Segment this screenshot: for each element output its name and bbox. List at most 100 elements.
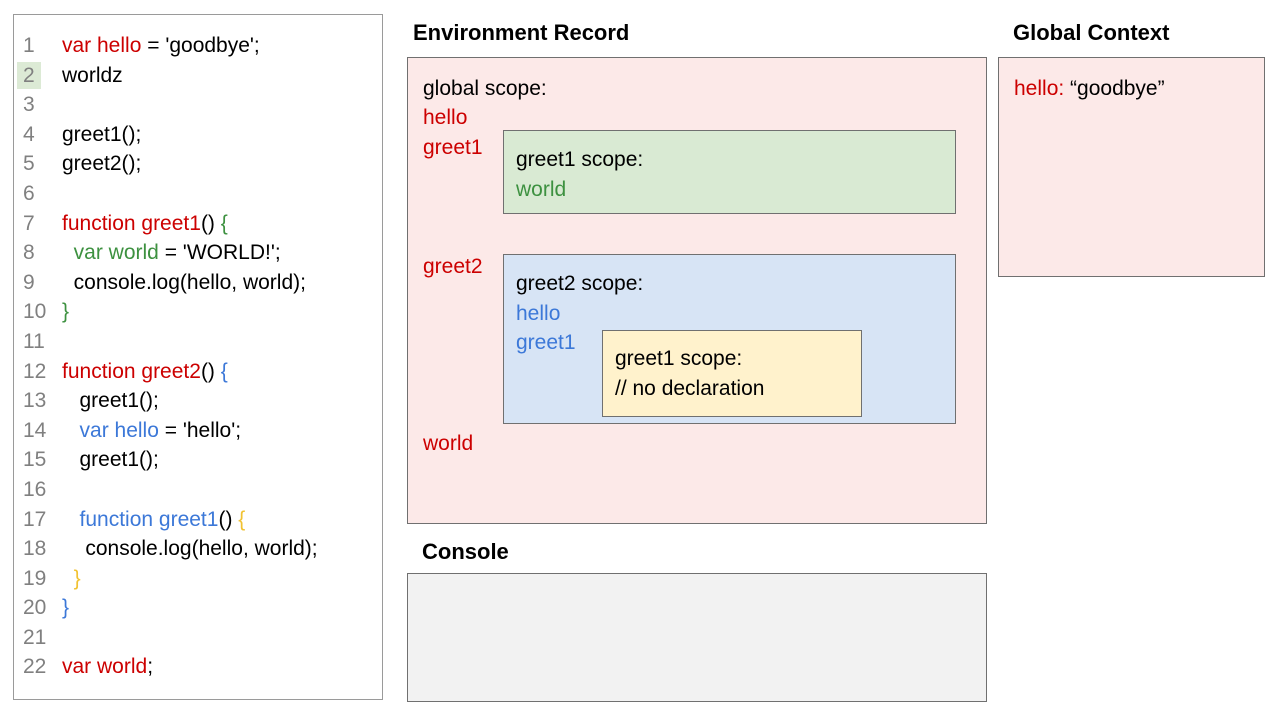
global-context-box: hello: “goodbye”	[998, 57, 1265, 277]
global-scope-label: global scope:	[423, 77, 547, 100]
code-token: var hello	[79, 418, 159, 442]
code-line: 21	[14, 623, 382, 653]
code-token: }	[73, 566, 81, 590]
inner-greet1-scope-comment: // no declaration	[615, 376, 765, 400]
code-line: 15 greet1();	[14, 445, 382, 475]
code-token: var world	[62, 655, 148, 679]
code-line: 6	[14, 179, 382, 209]
line-number: 3	[23, 93, 35, 117]
code-text: function greet1() {	[62, 505, 382, 535]
line-number: 5	[23, 152, 35, 176]
code-line: 22 var world;	[14, 652, 382, 682]
code-text: greet2();	[62, 149, 382, 179]
line-number: 6	[23, 181, 35, 205]
code-token: function greet1	[62, 211, 201, 235]
global-context-entry-key: hello:	[1014, 77, 1065, 100]
code-token: ()	[200, 211, 221, 235]
greet2-scope-var-greet1: greet1	[516, 331, 576, 355]
code-token: ()	[200, 359, 221, 383]
inner-greet1-scope-label: greet1 scope:	[615, 347, 743, 370]
line-number: 13	[23, 389, 47, 413]
code-token: var hello	[62, 34, 142, 57]
code-text: function greet2() {	[62, 357, 382, 387]
code-text: greet1();	[62, 386, 382, 416]
environment-record-box: global scope: hello greet1 greet2 world …	[407, 57, 987, 524]
greet1-scope-var-world: world	[516, 177, 567, 201]
line-number: 16	[23, 477, 47, 501]
code-token	[62, 567, 74, 590]
code-line: 10}	[14, 297, 382, 327]
code-token: function greet1	[79, 507, 219, 531]
code-text	[62, 179, 382, 209]
highlighted-line-number: 2	[17, 61, 41, 89]
code-token: {	[220, 211, 228, 235]
code-token: ;	[147, 655, 154, 679]
code-token: greet2();	[62, 152, 142, 176]
code-token: greet1();	[62, 389, 159, 413]
global-var-hello: hello	[423, 106, 468, 129]
global-context-entry: hello: “goodbye”	[1014, 74, 1264, 104]
global-context-entry-value: “goodbye”	[1064, 77, 1165, 100]
line-number: 17	[23, 507, 47, 531]
line-number: 10	[23, 300, 47, 324]
global-var-greet1: greet1	[423, 136, 483, 159]
code-text: var world = 'WORLD!';	[62, 238, 382, 268]
code-text: greet1();	[62, 445, 382, 475]
code-text: }	[62, 297, 382, 327]
code-text	[62, 90, 382, 120]
line-number: 20	[23, 596, 47, 620]
code-line: 3	[14, 90, 382, 120]
global-var-greet2: greet2	[423, 255, 483, 278]
line-number: 8	[23, 241, 35, 265]
code-token: worldz	[62, 63, 123, 87]
line-number: 1	[23, 34, 35, 57]
code-token: greet1();	[62, 448, 159, 472]
line-number: 19	[23, 566, 47, 590]
code-line: 18 console.log(hello, world);	[14, 534, 382, 564]
line-number: 22	[23, 655, 47, 679]
line-number: 7	[23, 211, 35, 235]
code-text: var hello = 'goodbye';	[62, 31, 382, 61]
line-number: 9	[23, 270, 35, 294]
code-token: }	[62, 596, 70, 620]
global-context-title: Global Context	[1013, 20, 1170, 45]
code-line: 5 greet2();	[14, 149, 382, 179]
greet2-scope-box: greet2 scope: hello greet1 greet1 scope:…	[503, 254, 956, 424]
code-token: console.log(hello, world);	[62, 537, 318, 561]
code-token: = 'goodbye';	[141, 34, 260, 57]
code-line: 16	[14, 475, 382, 505]
code-token: console.log(hello, world);	[62, 270, 306, 294]
code-line: 17 function greet1() {	[14, 505, 382, 535]
global-var-world: world	[423, 432, 474, 455]
code-line: 8 var world = 'WORLD!';	[14, 238, 382, 268]
line-number: 18	[23, 537, 47, 561]
code-token	[62, 419, 80, 442]
code-token: {	[220, 359, 228, 383]
code-line: 2 worldz	[14, 61, 382, 91]
code-token: = 'WORLD!';	[158, 241, 281, 265]
console-title: Console	[422, 539, 509, 564]
code-token: var world	[73, 241, 159, 265]
code-line: 19 }	[14, 564, 382, 594]
code-token	[62, 241, 74, 264]
code-token: {	[238, 507, 246, 531]
code-token: greet1();	[62, 122, 142, 146]
line-number: 2	[14, 61, 62, 91]
code-line: 20}	[14, 593, 382, 623]
code-line: 9 console.log(hello, world);	[14, 268, 382, 298]
code-text	[62, 327, 382, 357]
greet2-scope-label: greet2 scope:	[516, 272, 644, 295]
code-text: }	[62, 593, 382, 623]
code-text: console.log(hello, world);	[62, 268, 382, 298]
code-text: greet1();	[62, 120, 382, 150]
line-number: 11	[23, 329, 45, 353]
code-token	[62, 508, 80, 531]
code-line: 1 var hello = 'goodbye';	[14, 31, 382, 61]
code-token: function greet2	[62, 359, 201, 383]
code-text: var world;	[62, 652, 382, 682]
code-text: console.log(hello, world);	[62, 534, 382, 564]
